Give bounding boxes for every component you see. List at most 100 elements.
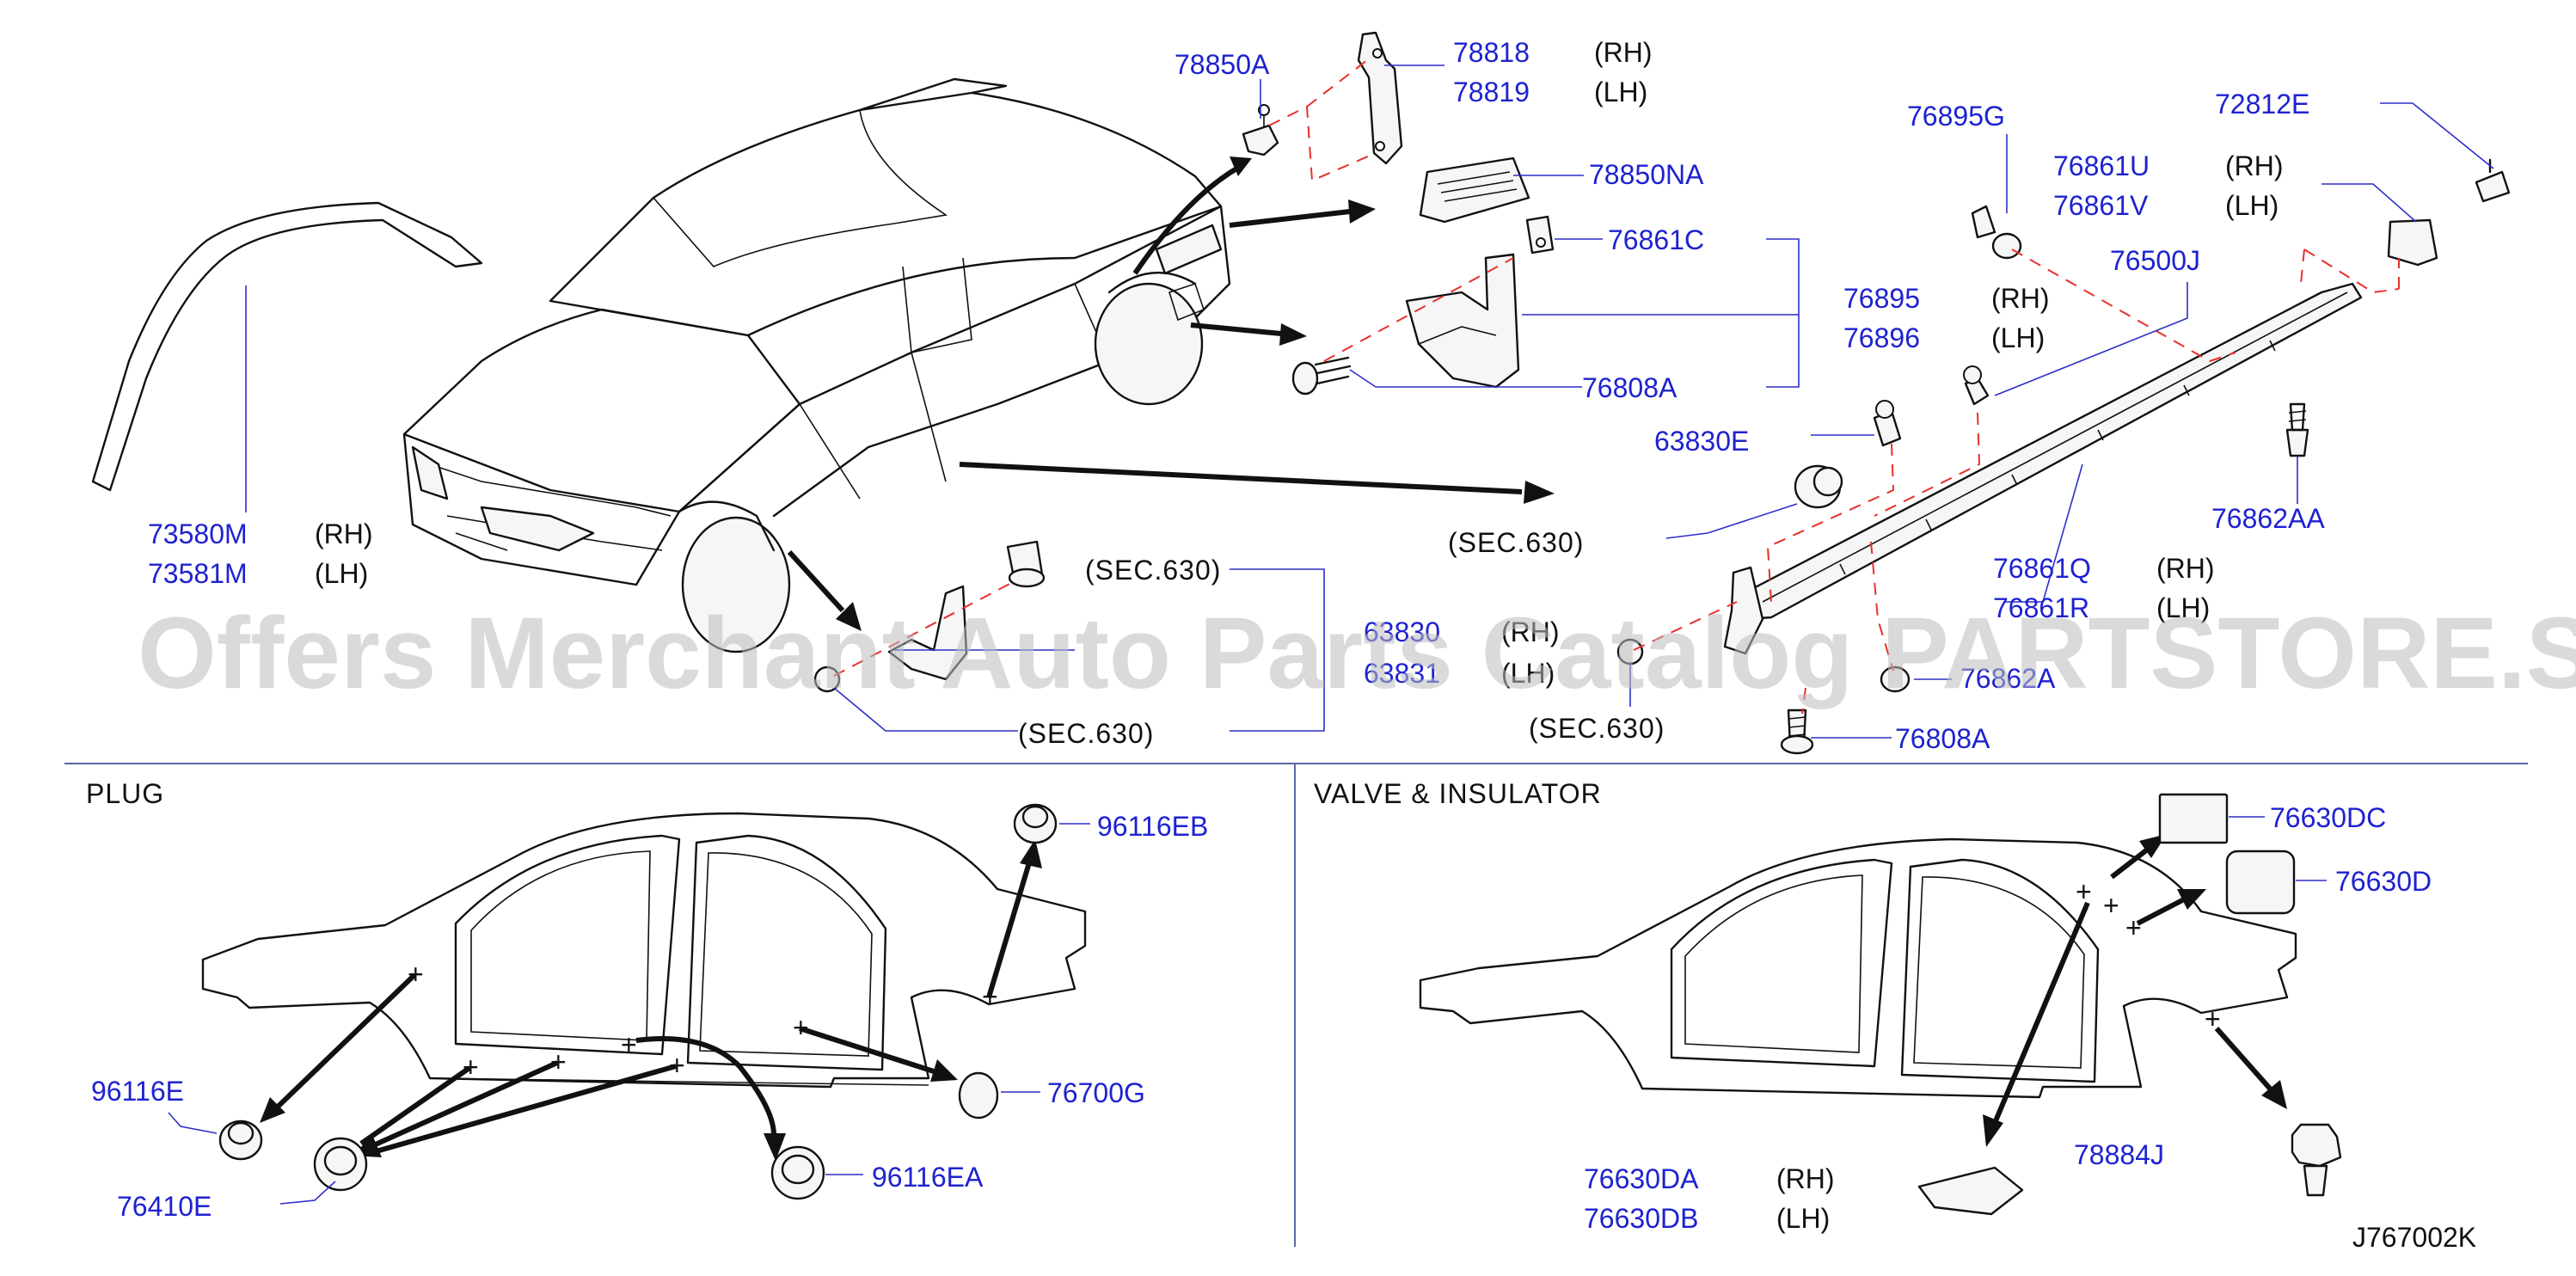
label-76895-side: (RH) — [1991, 283, 2050, 314]
svg-text:+: + — [2125, 912, 2142, 943]
plug-leaders — [168, 823, 1090, 1205]
bracket-76861U-drawing — [2387, 218, 2438, 267]
label-72812E: 72812E — [2215, 89, 2309, 120]
car-illustration — [402, 77, 1231, 653]
clip-72812E-drawing — [2475, 158, 2511, 203]
label-96116EB: 96116EB — [1097, 811, 1208, 842]
insulator-76630DC-drawing — [2158, 793, 2229, 844]
label-73580M: 73580M — [148, 518, 248, 549]
label-76630DC: 76630DC — [2270, 802, 2386, 833]
label-78818-side: (RH) — [1594, 37, 1653, 68]
watermark: Offers Merchant Auto Parts Catalog PARTS… — [138, 597, 2576, 710]
labels-valve: 76630DC 76630D 78884J 76630DA (RH) 76630… — [1584, 802, 2432, 1234]
clip-63830E-drawing — [1873, 400, 1902, 447]
label-76410E: 76410E — [117, 1191, 212, 1222]
label-73581M-side: (LH) — [315, 558, 368, 589]
label-76862AA: 76862AA — [2211, 503, 2325, 534]
insulator-76630D-drawing — [2225, 850, 2296, 915]
label-76861R-side: (LH) — [2156, 592, 2210, 623]
svg-text:+: + — [2076, 876, 2092, 907]
label-sec630-right: (SEC.630) — [1529, 713, 1665, 744]
screw-76808A-bottom-drawing — [1780, 709, 1814, 755]
section-title-plug: PLUG — [86, 778, 164, 809]
leader-lines-top — [245, 64, 2494, 739]
label-sec630-top: (SEC.630) — [1085, 555, 1221, 586]
mud-guard-63830-drawing — [887, 585, 968, 681]
clip-76500J-drawing — [1963, 365, 1990, 406]
svg-text:+: + — [982, 981, 998, 1012]
label-96116EA: 96116EA — [872, 1162, 984, 1193]
screw-lower-left-drawing — [813, 638, 1644, 693]
plug-parts — [218, 803, 1058, 1200]
label-76700G: 76700G — [1047, 1077, 1145, 1108]
body-side-plug-drawing — [201, 812, 1087, 1089]
valve-parts — [1917, 793, 2342, 1216]
label-76861Q: 76861Q — [1993, 553, 2091, 584]
plug-markers: + + + + + + + — [408, 959, 998, 1083]
label-76630DA: 76630DA — [1584, 1163, 1699, 1194]
label-63830-side: (RH) — [1501, 617, 1560, 647]
top-arrows — [787, 156, 1555, 631]
valve-78884J-drawing — [2291, 1123, 2342, 1168]
screw-76862A-drawing — [1880, 666, 1911, 693]
valve-markers: + + + + — [2076, 876, 2221, 1034]
vent-78850NA-drawing — [1419, 156, 1530, 224]
label-73580M-side: (RH) — [315, 518, 373, 549]
label-78818: 78818 — [1453, 37, 1530, 68]
label-76861C: 76861C — [1608, 224, 1704, 255]
screw-76808A-top-drawing — [1291, 356, 1352, 396]
label-63830: 63830 — [1364, 617, 1440, 647]
svg-text:+: + — [669, 1050, 685, 1081]
svg-text:+: + — [621, 1029, 637, 1060]
body-side-valve-drawing — [1419, 837, 2297, 1099]
label-78850NA: 78850NA — [1589, 159, 1704, 190]
label-76630D: 76630D — [2335, 866, 2432, 897]
label-63831-side: (LH) — [1501, 658, 1555, 689]
label-78819-side: (LH) — [1594, 77, 1647, 107]
svg-text:+: + — [550, 1046, 567, 1077]
svg-text:+: + — [2205, 1003, 2221, 1034]
label-76861V: 76861V — [2053, 190, 2149, 221]
grommet-mid-drawing — [1794, 464, 1843, 509]
valve-leaders — [2229, 816, 2327, 881]
labels-top: 73580M (RH) 73581M (LH) 78850A 78818 (RH… — [148, 37, 2325, 754]
label-76861U: 76861U — [2053, 150, 2150, 181]
section-title-valve-insulator: VALVE & INSULATOR — [1314, 778, 1602, 809]
roof-molding-drawing — [91, 201, 483, 492]
plug-arrows — [260, 839, 1042, 1161]
label-78850A: 78850A — [1175, 49, 1270, 80]
clip-76861C-drawing — [1525, 215, 1555, 255]
drawing-code: J767002K — [2352, 1222, 2476, 1253]
label-73581M: 73581M — [148, 558, 248, 589]
label-78884J: 78884J — [2074, 1139, 2164, 1170]
labels-plug: 96116EB 96116E 76700G 76410E 96116EA — [91, 811, 1208, 1222]
grommet-sec630-drawing — [1006, 540, 1046, 588]
label-76630DA-side: (RH) — [1776, 1163, 1835, 1194]
insulator-76630DA-drawing — [1917, 1166, 2024, 1216]
mud-guard-76895-drawing — [1405, 253, 1520, 389]
label-76896: 76896 — [1843, 322, 1920, 353]
bracket-78818-drawing — [1357, 31, 1403, 165]
clip-78850A-drawing — [1242, 104, 1279, 156]
bracket-lower-drawing — [1723, 566, 1764, 655]
label-76862A: 76862A — [1960, 663, 2056, 694]
label-76861R: 76861R — [1993, 592, 2089, 623]
label-63831: 63831 — [1364, 658, 1440, 689]
label-78819: 78819 — [1453, 77, 1530, 107]
svg-text:+: + — [463, 1052, 479, 1083]
label-76895: 76895 — [1843, 283, 1920, 314]
label-96116E: 96116E — [91, 1076, 184, 1107]
label-76500J: 76500J — [2110, 245, 2200, 276]
label-76630DB: 76630DB — [1584, 1203, 1698, 1234]
label-sec630-mid: (SEC.630) — [1448, 527, 1584, 558]
label-76896-side: (LH) — [1991, 322, 2045, 353]
svg-text:+: + — [793, 1012, 809, 1043]
label-63830E: 63830E — [1654, 426, 1749, 457]
svg-text:+: + — [2103, 890, 2119, 921]
label-76808A-bottom: 76808A — [1895, 723, 1990, 754]
label-76861U-side: (RH) — [2225, 150, 2284, 181]
label-76895G: 76895G — [1907, 101, 2005, 132]
label-76808A-top: 76808A — [1582, 372, 1677, 403]
